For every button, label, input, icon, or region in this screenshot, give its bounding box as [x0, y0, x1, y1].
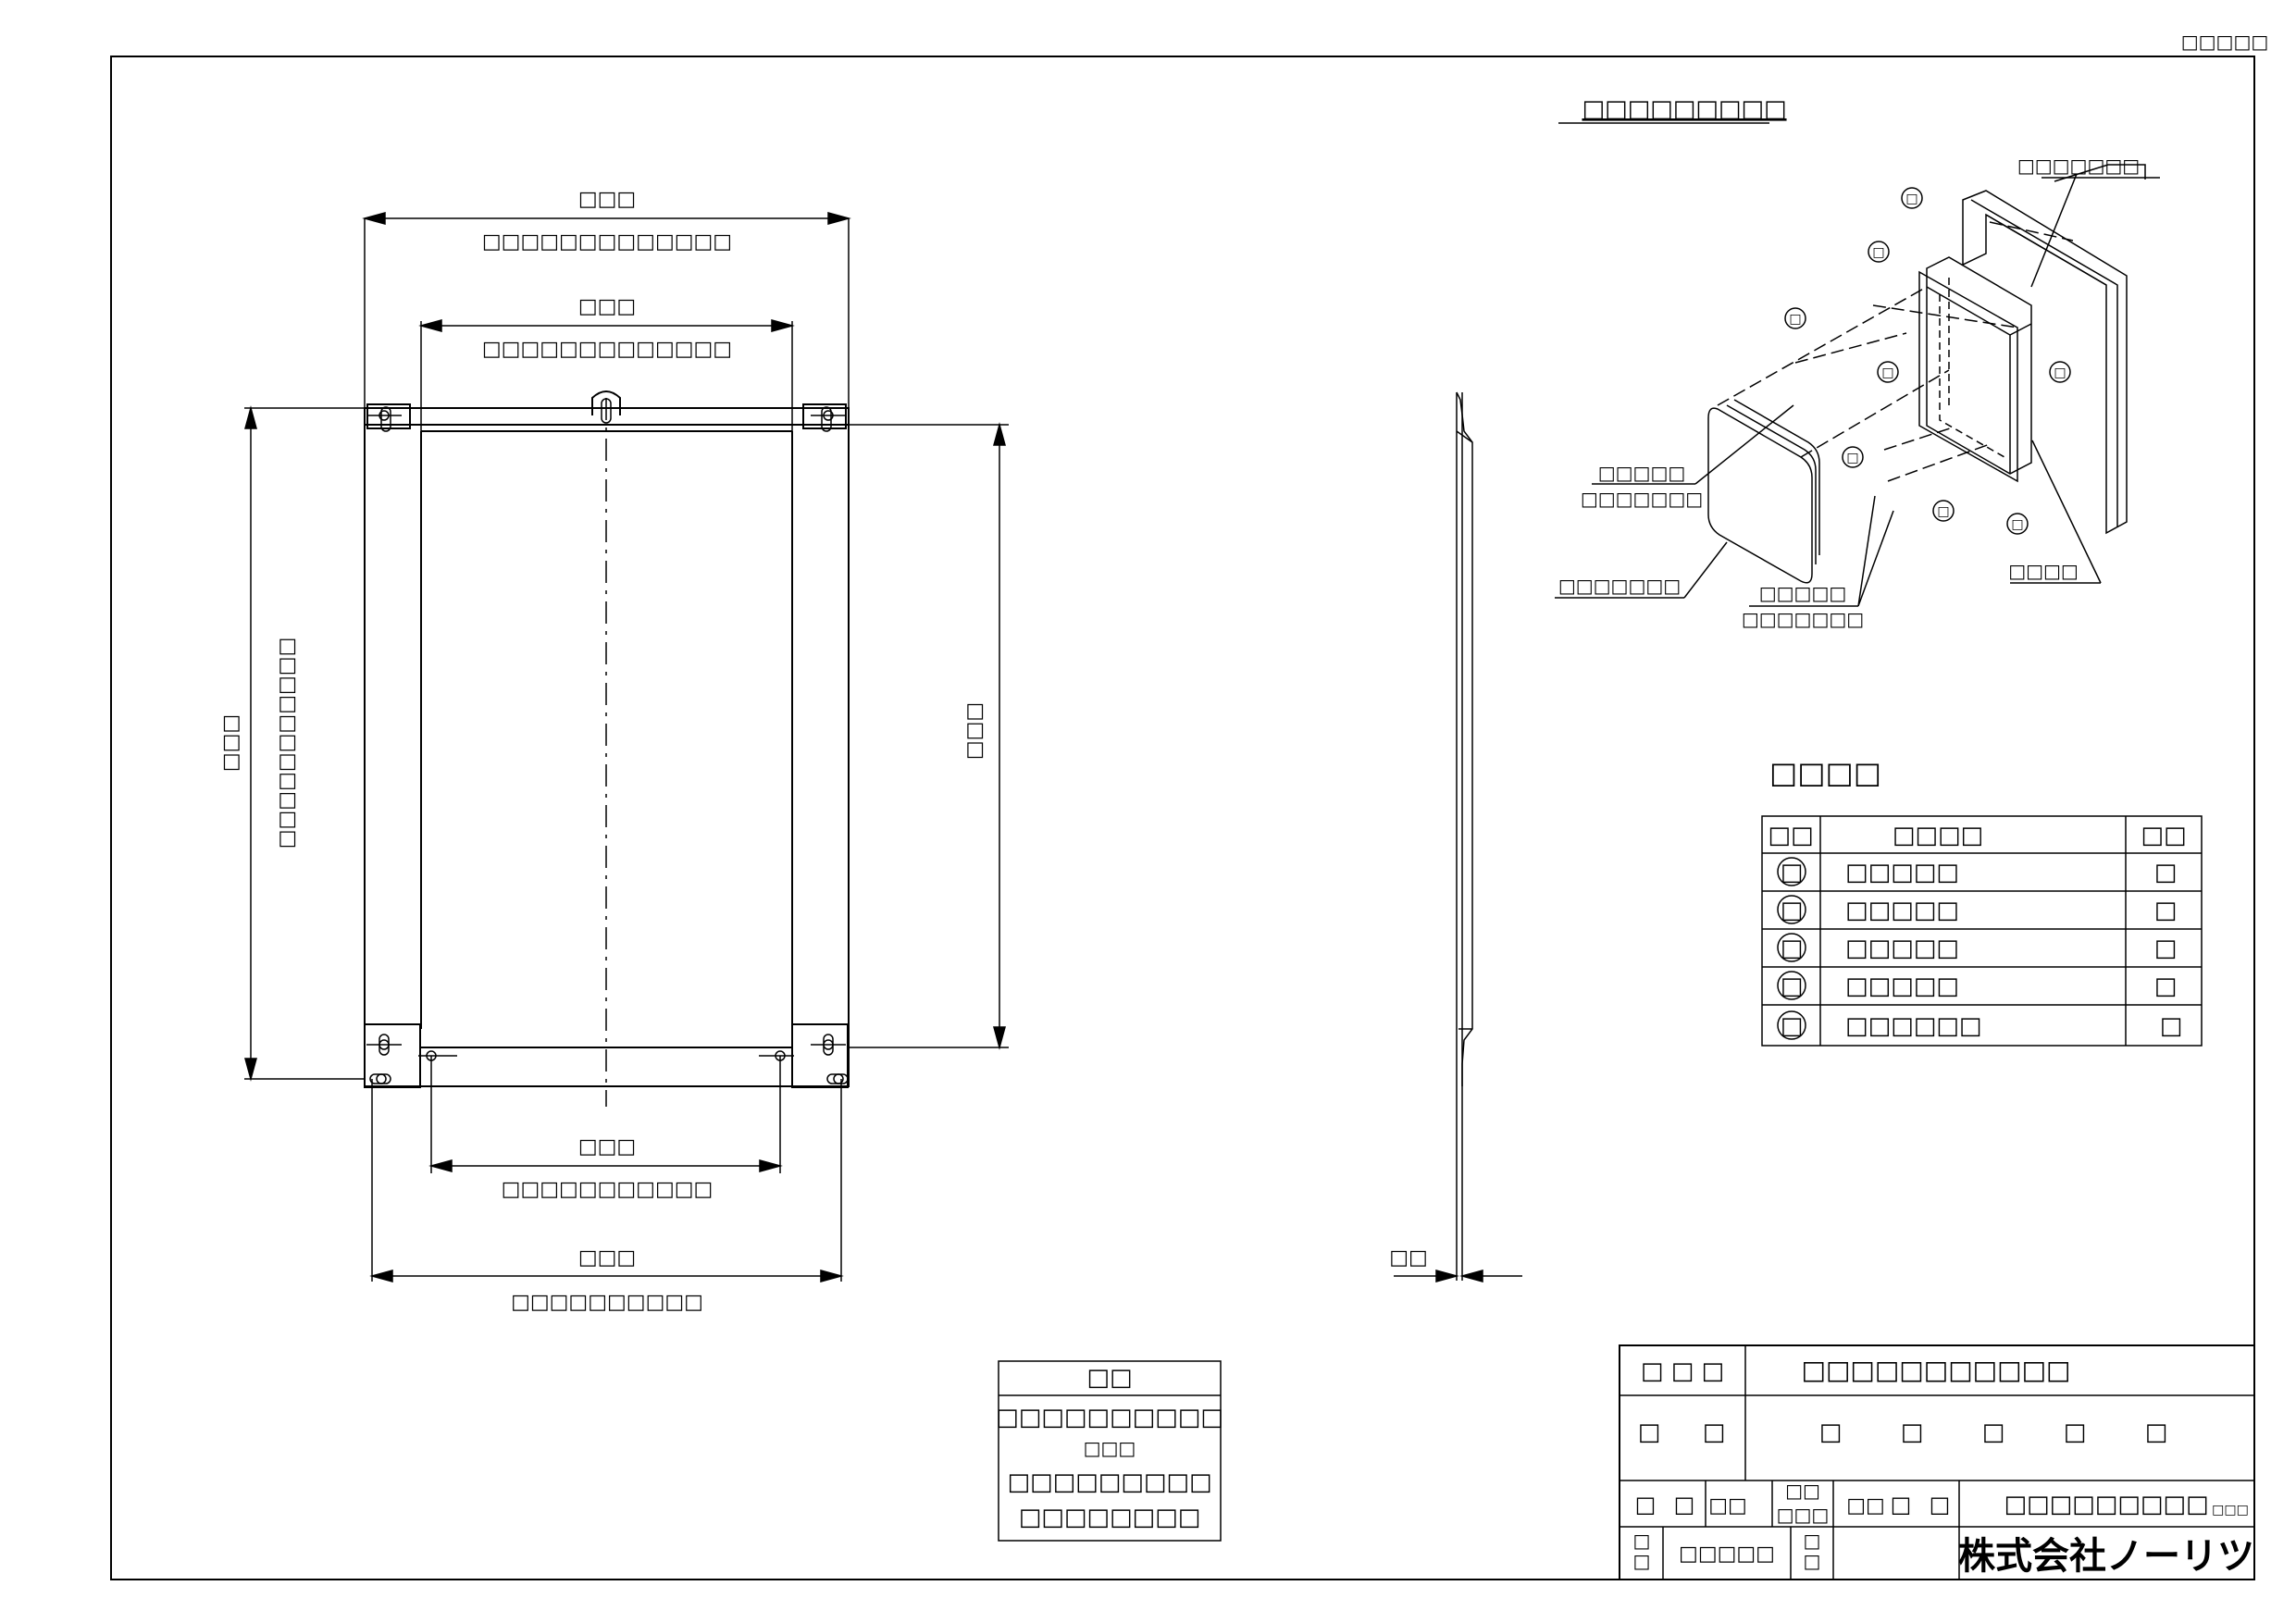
- tb-r3-cell-8: □: [1930, 1492, 1951, 1518]
- tb-r4-mid: □: [1804, 1530, 1821, 1552]
- callout-panel: □□□□□□□: [1558, 575, 1681, 597]
- sheet-code: □□□□□: [2181, 31, 2268, 53]
- tb-r4-left: □: [1633, 1530, 1651, 1552]
- iso-callouts: □□□□□□□ □□□□□ □□□□□□□ □□□□□□□ □□□□□ □□□□…: [1558, 155, 2140, 630]
- side-view: [1394, 391, 1522, 1282]
- tb-r4-code: □□□□□: [1679, 1542, 1775, 1566]
- parts-row-4-qty: □: [2154, 973, 2178, 1000]
- parts-row-3-name: □□□□□: [1845, 935, 1959, 962]
- tb-r4-mid-2: □: [1804, 1550, 1821, 1572]
- parts-header-name: □□□□: [1893, 822, 1983, 849]
- balloon-8: □: [2011, 517, 2023, 532]
- parts-row-5-name: □□□□□□: [1845, 1012, 1981, 1040]
- dim-thickness-value: □□: [1389, 1246, 1428, 1270]
- callout-gasket-a-line2: □□□□□□□: [1581, 488, 1703, 510]
- title-block-text: □ □ □ □□□□□□□□□□□ □ □ □ □ □ □ □ □ □ □□ □…: [1633, 1355, 2254, 1578]
- dim-top-inner-value: □□□: [578, 295, 636, 318]
- view-title: □□□□□□□□□: [1582, 95, 1786, 123]
- parts-table: [1761, 815, 2203, 1047]
- callout-screws-line2: □□□□□□□: [1742, 608, 1864, 630]
- tb-r3-cell-1: □: [1635, 1492, 1657, 1518]
- front-view: [364, 390, 850, 1107]
- parts-header-no: □□: [1768, 822, 1813, 849]
- parts-row-2-qty: □: [2154, 897, 2178, 924]
- tb-r3-unit: □□□: [2212, 1503, 2249, 1518]
- tb-r4-left-2: □: [1633, 1550, 1651, 1572]
- parts-table-title: □□□□: [1769, 755, 1881, 790]
- parts-row-1-name: □□□□□: [1845, 859, 1959, 886]
- tb-r2-value-4: □: [2064, 1419, 2087, 1446]
- balloon-6: □: [1846, 451, 1858, 465]
- notes-line-4: □□□□□□□□: [1019, 1504, 1201, 1531]
- tb-r3-cell-6: □□: [1846, 1494, 1885, 1518]
- balloon-1: □: [1905, 192, 1917, 206]
- balloon-2: □: [1872, 245, 1884, 260]
- notes-line-1: □□□□□□□□□□: [996, 1404, 1223, 1431]
- front-dimensions: [244, 212, 1009, 1282]
- balloon-7: □: [1937, 504, 1949, 519]
- tb-r3-cell-7: □: [1891, 1492, 1912, 1518]
- tb-r2-label-b: □: [1703, 1419, 1726, 1446]
- tb-r2-value-2: □: [1901, 1419, 1924, 1446]
- parts-row-2-no: □: [1781, 897, 1804, 924]
- parts-row-4-name: □□□□□: [1845, 973, 1959, 1000]
- tb-r3-cell-5: □□□: [1777, 1504, 1830, 1526]
- company-logo: 株式会社ノーリツ: [1958, 1535, 2254, 1578]
- notes-text: □□ □□□□□□□□□□ □□□ □□□□□□□□□ □□□□□□□□: [996, 1364, 1223, 1531]
- tb-r3-code: □□□□□□□□□: [2004, 1491, 2208, 1518]
- balloon-5: □: [2054, 365, 2066, 380]
- parts-row-5-qty: □: [2160, 1012, 2183, 1040]
- dim-right-value: □□□: [964, 702, 987, 760]
- dim-top-outer-note: □□□□□□□□□□□□□: [482, 230, 732, 254]
- parts-row-1-qty: □: [2154, 859, 2178, 886]
- dim-bottom-outer-note: □□□□□□□□□□: [511, 1291, 703, 1314]
- front-dimension-labels: □□□ □□□□□□□□□□□□□ □□□ □□□□□□□□□□□□□ □□□ …: [219, 188, 987, 1314]
- balloon-4: □: [1881, 365, 1893, 380]
- parts-row-3-qty: □: [2154, 935, 2178, 962]
- parts-row-2-name: □□□□□: [1845, 897, 1959, 924]
- callout-bracket: □□□□: [2008, 560, 2079, 582]
- tb-r2-value-3: □: [1982, 1419, 2005, 1446]
- tb-r1-label: □ □ □: [1641, 1357, 1724, 1385]
- iso-balloons: [1784, 187, 2071, 535]
- tb-r1-value: □□□□□□□□□□□: [1801, 1355, 2070, 1385]
- balloon-3: □: [1789, 312, 1801, 327]
- notes-title: □□: [1086, 1364, 1132, 1392]
- iso-balloon-labels: □ □ □ □ □ □ □ □: [1789, 192, 2066, 532]
- dim-left-value: □□□: [219, 714, 242, 772]
- parts-row-3-no: □: [1781, 935, 1804, 962]
- title-block: [1619, 1344, 2255, 1580]
- parts-header-qty: □□: [2141, 822, 2186, 849]
- notes-line-2: □□□: [1084, 1437, 1136, 1459]
- notes-box: [998, 1360, 1222, 1542]
- notes-line-3: □□□□□□□□□: [1007, 1468, 1211, 1496]
- dim-top-outer-value: □□□: [578, 188, 636, 211]
- parts-row-1-no: □: [1781, 859, 1804, 886]
- dim-bottom-inner-value: □□□: [578, 1135, 636, 1158]
- dim-bottom-outer-value: □□□: [578, 1246, 636, 1270]
- callout-screws-line1: □□□□□: [1759, 582, 1846, 604]
- tb-r3-cell-3: □□: [1708, 1494, 1747, 1518]
- tb-r2-value-1: □: [1819, 1419, 1843, 1446]
- tb-r3-cell-4: □□: [1785, 1480, 1820, 1502]
- iso-view: [1555, 164, 2160, 607]
- callout-gasket-a-line1: □□□□□: [1598, 462, 1685, 484]
- tb-r3-cell-2: □: [1674, 1492, 1695, 1518]
- dim-bottom-inner-note: □□□□□□□□□□□: [502, 1178, 714, 1201]
- tb-r2-label-a: □: [1638, 1419, 1661, 1446]
- parts-table-text: □□ □□□□ □□ □ □□□□□ □ □ □□□□□ □ □ □□□□□ □…: [1768, 822, 2186, 1040]
- dim-left-note: □□□□□□□□□□□: [277, 638, 300, 849]
- parts-row-4-no: □: [1781, 973, 1804, 1000]
- parts-row-5-no: □: [1781, 1012, 1804, 1040]
- callout-frame: □□□□□□□: [2017, 155, 2140, 177]
- dim-top-inner-note: □□□□□□□□□□□□□: [482, 338, 732, 361]
- tb-r2-value-5: □: [2145, 1419, 2168, 1446]
- sheet-border: [110, 56, 2255, 1580]
